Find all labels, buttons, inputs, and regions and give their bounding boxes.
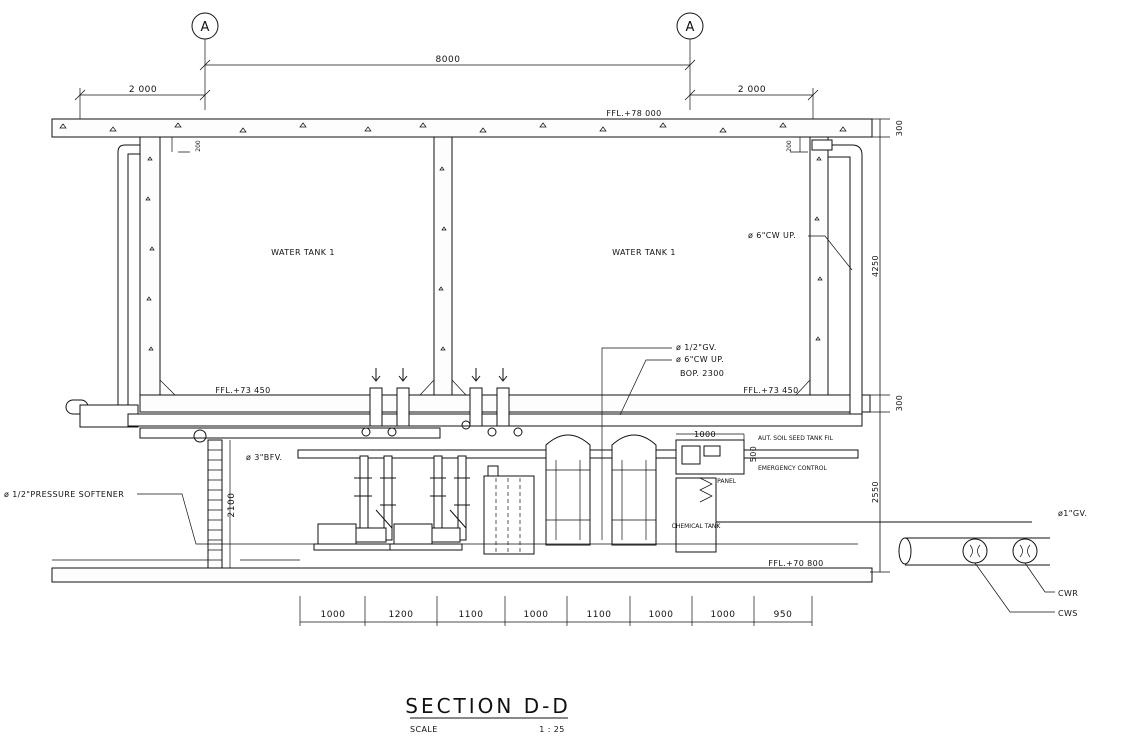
dim-right-bottom-slab: 300	[895, 395, 904, 411]
label-emergency-control: EMERGENCY CONTROL	[758, 465, 827, 472]
dim-bottom-8: 950	[774, 610, 793, 620]
grid-line-a-right: A	[676, 12, 704, 110]
label-softener: ø 1/2"PRESSURE SOFTENER	[4, 490, 124, 499]
level-tank-floor-right: FFL.+73 450	[743, 386, 798, 395]
roof-slab-hatch	[59, 122, 847, 133]
dim-bottom-4: 1000	[524, 610, 549, 620]
level-roof: FFL.+78 000	[606, 109, 661, 118]
label-cw-up-riser: ø 6"CW UP.	[748, 231, 796, 240]
pump-2	[389, 523, 463, 551]
dim-panel-height: 500	[749, 446, 758, 462]
cwr-cws-pipes	[898, 537, 1055, 613]
tank-label-left: WATER TANK 1	[271, 248, 335, 257]
softener-vessel-1	[545, 434, 591, 546]
dim-bottom-5: 1100	[587, 610, 612, 620]
wall-hatch	[145, 156, 823, 351]
chemical-tank	[675, 477, 717, 553]
dim-top-left: 2 000	[129, 85, 157, 95]
dim-panel-width: 1000	[694, 430, 716, 439]
right-dimension-lines	[870, 118, 890, 573]
dim-left-inset: 200	[195, 140, 202, 152]
label-cws: CWS	[1058, 609, 1078, 618]
label-gv-one: ø1"GV.	[1058, 509, 1087, 518]
dim-bottom-7: 1000	[711, 610, 736, 620]
dim-top-right: 2 000	[738, 85, 766, 95]
tank-wall-middle	[433, 136, 453, 396]
dim-bottom-3: 1100	[459, 610, 484, 620]
softener-vessel-2	[611, 434, 657, 546]
left-overflow-pipe	[65, 144, 141, 428]
roof-slab	[51, 118, 873, 138]
level-tank-floor-left: FFL.+73 450	[215, 386, 270, 395]
dim-bottom-6: 1000	[649, 610, 674, 620]
dim-right-inset: 200	[786, 140, 793, 152]
scale-label: SCALE	[410, 725, 438, 734]
label-bop: BOP. 2300	[680, 369, 724, 378]
grid-bubble-label-right: A	[686, 20, 695, 35]
tank-wall-right	[809, 136, 829, 413]
pump-1	[313, 523, 391, 551]
label-bfv: ø 3"BFV.	[246, 453, 282, 462]
dim-right-top-slab: 300	[895, 120, 904, 136]
tank-wall-left	[139, 136, 161, 413]
dim-right-tank: 4250	[871, 255, 880, 277]
tank-label-right: WATER TANK 1	[612, 248, 676, 257]
plant-wall-left	[207, 439, 223, 569]
distribution-pipe	[139, 427, 441, 439]
label-cwr: CWR	[1058, 589, 1078, 598]
section-title: SECTION D-D	[405, 694, 571, 718]
level-plant-floor: FFL.+70 800	[768, 559, 823, 568]
label-chemical-tank: CHEMICAL TANK	[672, 523, 722, 530]
grid-bubble-label-left: A	[201, 20, 210, 35]
top-dimension-lines	[74, 59, 819, 125]
label-gv-half: ø 1/2"GV.	[676, 343, 717, 352]
dim-bottom-2: 1200	[389, 610, 414, 620]
suction-outlets	[193, 368, 523, 443]
dim-right-plant: 2550	[871, 481, 880, 503]
grid-line-a-left: A	[191, 12, 219, 110]
plant-floor-slab	[51, 567, 873, 583]
bottom-dimension-string	[299, 596, 813, 626]
label-panel-note: AUT. SOIL SEED TANK FIL	[758, 435, 834, 442]
label-cw-up-plant: ø 6"CW UP.	[676, 355, 724, 364]
dim-top-span: 8000	[436, 55, 461, 65]
pump-risers	[354, 455, 470, 541]
dim-plant-height: 2100	[227, 493, 237, 518]
scale-value: 1 : 25	[539, 725, 564, 734]
right-riser-pipe	[811, 139, 863, 426]
ladder	[208, 449, 222, 561]
header-pipe	[127, 413, 863, 427]
dim-bottom-1: 1000	[321, 610, 346, 620]
dosing-tank	[483, 475, 535, 555]
